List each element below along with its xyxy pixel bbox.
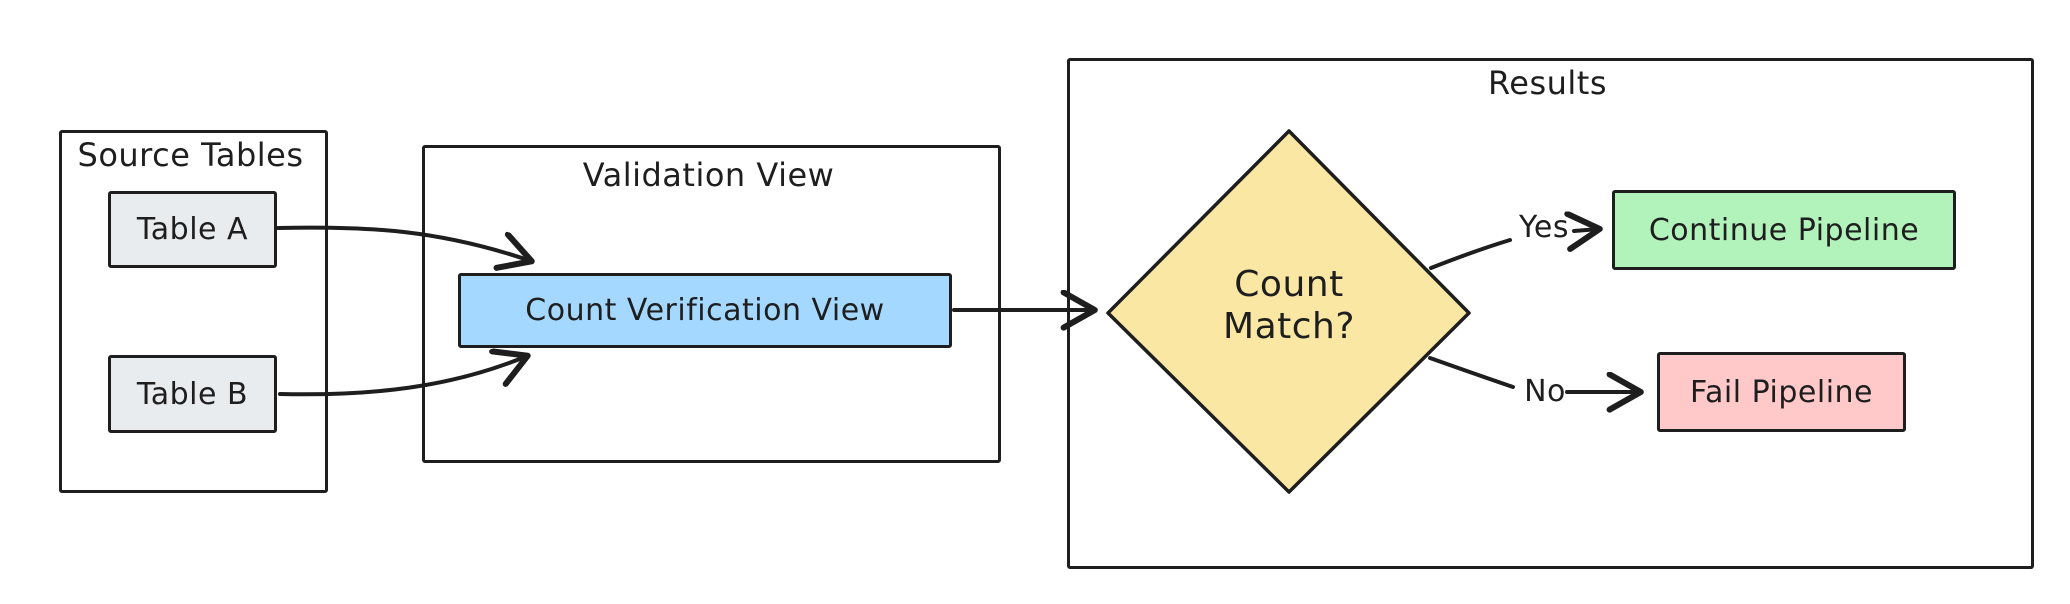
fail-pipeline-node: Fail Pipeline: [1657, 352, 1906, 432]
fail-pipeline-label: Fail Pipeline: [1690, 374, 1873, 410]
count-verification-view-node: Count Verification View: [458, 273, 952, 348]
source-tables-group-label: Source Tables: [77, 136, 304, 174]
yes-edge-label: Yes: [1519, 210, 1569, 245]
source-tables-group: [59, 130, 328, 493]
table-b-label: Table B: [136, 376, 249, 412]
count-verification-view-label: Count Verification View: [525, 293, 885, 328]
validation-view-group-label: Validation View: [582, 156, 835, 194]
continue-pipeline-node: Continue Pipeline: [1612, 190, 1956, 270]
no-edge-label: No: [1524, 374, 1566, 409]
table-a-label: Table A: [136, 212, 249, 247]
continue-pipeline-label: Continue Pipeline: [1648, 212, 1920, 248]
table-a-node: Table A: [108, 191, 277, 268]
results-group-label: Results: [1487, 64, 1608, 102]
count-match-label: Count Match?: [1223, 264, 1355, 348]
validation-view-group: [422, 145, 1001, 463]
table-b-node: Table B: [108, 355, 277, 433]
